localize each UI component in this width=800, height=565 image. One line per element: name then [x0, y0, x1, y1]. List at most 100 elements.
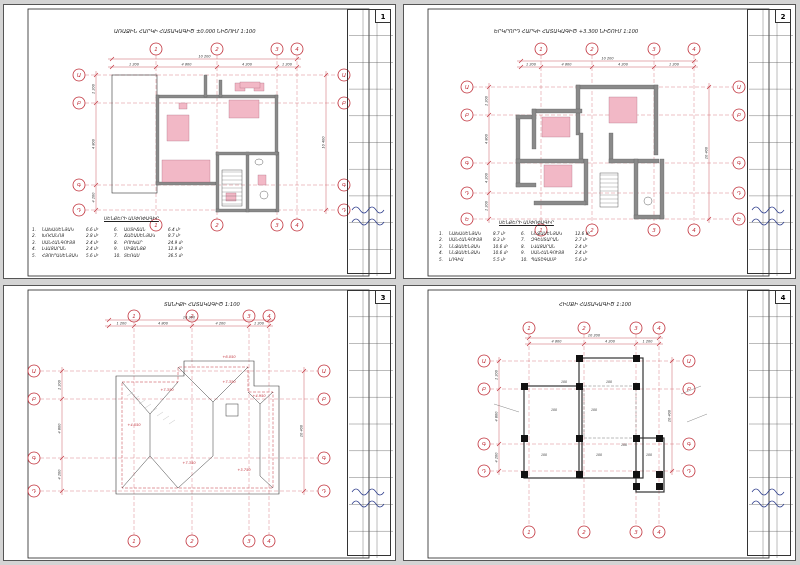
- dim-tick: [486, 84, 492, 90]
- dim-text: 1 200: [485, 200, 489, 211]
- dim-tick: [106, 317, 112, 323]
- axis-label: 2: [590, 47, 594, 53]
- foundation-strip: [635, 437, 665, 493]
- legend-number: 8.: [114, 239, 118, 245]
- wall: [659, 158, 665, 220]
- dim-text: 4 800: [58, 423, 62, 434]
- leader-line: [680, 385, 702, 395]
- wall: [533, 200, 587, 206]
- axis-bubble: [687, 42, 701, 56]
- axis-bubble: [290, 218, 304, 232]
- axis-bubble: [732, 212, 746, 226]
- axis-label: 1: [154, 223, 158, 229]
- dim-tick: [109, 56, 115, 62]
- wall: [274, 94, 279, 156]
- dim-text: 1 200: [485, 95, 489, 106]
- footing: [521, 383, 528, 390]
- axis-bubble: [577, 525, 591, 539]
- roof-hatch: [162, 415, 170, 421]
- axis-bubble: [210, 42, 224, 56]
- axis-bubble: [27, 451, 41, 465]
- axis-label: Դ: [737, 191, 741, 197]
- sheet-second-floor-plan: ԵՐԿՐՈՐԴ ՀԱՐԿԻ ՀԱՏԱԿԱԳԻԾ +3.300 ՆԻՇՈՒՄ 1:…: [403, 4, 796, 279]
- axis-label: 4: [692, 228, 696, 234]
- axis-label: Գ: [465, 161, 469, 167]
- legend-title: ՍԵՆՔԵՐԻ ԱՄՓՈՓԱԳԻՐ: [499, 221, 554, 226]
- axis-bubble: [629, 321, 643, 335]
- dim-text: 4 200: [92, 192, 96, 203]
- axis-bubble: [534, 42, 548, 56]
- axis-label: Գ: [737, 161, 741, 167]
- foundation-strip: [523, 385, 583, 479]
- axis-bubble: [317, 392, 331, 406]
- axis-label: Բ: [482, 387, 486, 393]
- dim-text: 4 200: [58, 469, 62, 480]
- axis-label: Գ: [32, 456, 36, 462]
- roof-ridge: [177, 366, 214, 403]
- axis-bubble: [460, 108, 474, 122]
- roof-hatch: [144, 403, 152, 409]
- axis-label: 1: [154, 47, 158, 53]
- legend-number: 1.: [439, 231, 443, 236]
- dim-tick: [496, 468, 502, 474]
- axis-label: Դ: [482, 469, 486, 475]
- legend-number: 3.: [32, 239, 36, 245]
- axis-label: 4: [657, 326, 661, 332]
- axis-bubble: [687, 223, 701, 237]
- axis-bubble: [27, 392, 41, 406]
- wall: [155, 94, 279, 99]
- dim-tick: [526, 341, 532, 347]
- dim-text: 10 400: [322, 136, 326, 149]
- legend-name: ՊԱՏՇԳԱՄԲ: [531, 256, 557, 262]
- axis-label: 2: [582, 530, 586, 536]
- axis-label: Դ: [32, 489, 36, 495]
- footing: [633, 355, 640, 362]
- dim-text: 1 200: [642, 340, 653, 344]
- legend-area: 2.4 մ²: [575, 243, 588, 249]
- dim-text: 1 200: [282, 63, 293, 67]
- axis-label: Գ: [482, 442, 486, 448]
- axis-label: Գ: [322, 456, 326, 462]
- wall: [515, 114, 521, 188]
- wall: [155, 94, 160, 186]
- drawing-frame: [27, 289, 370, 559]
- foundation-inner: [583, 385, 637, 439]
- dim-tick: [301, 488, 307, 494]
- elevation-mark: +7.350: [182, 461, 196, 465]
- foundation-strip: [578, 357, 644, 479]
- signature: [751, 206, 785, 214]
- dim-tick: [486, 112, 492, 118]
- axis-bubble: [577, 321, 591, 335]
- wall: [245, 151, 250, 213]
- axis-label: Բ: [737, 113, 741, 119]
- footing: [576, 355, 583, 362]
- legend-name: ԼՎԱՑԱՐԱՆ: [531, 243, 556, 249]
- dim-text: 1 200: [526, 63, 537, 67]
- footing: [521, 435, 528, 442]
- roof-ridge: [149, 381, 179, 415]
- signature: [351, 218, 385, 226]
- legend-name: ՆՆՋԱՍԵՆՅԱԿ: [531, 231, 563, 236]
- legend-area: 8.7 մ²: [493, 231, 506, 236]
- roof-ridge: [149, 455, 179, 489]
- axis-bubble: [477, 354, 491, 368]
- dim-text: 10 200: [588, 334, 601, 338]
- axis-bubble: [127, 534, 141, 548]
- roof-ridge: [212, 366, 249, 403]
- fixture: [254, 158, 264, 166]
- legend-number: 5.: [439, 256, 443, 262]
- dim-text: 1 200: [116, 322, 127, 326]
- roof-hatch: [156, 411, 164, 417]
- dim-text: 100: [646, 453, 652, 457]
- legend-number: 4.: [32, 246, 36, 252]
- roof-hatch: [150, 407, 158, 413]
- dim-text: 100: [561, 380, 567, 384]
- title-block: [747, 9, 791, 274]
- axis-bubble: [460, 156, 474, 170]
- dim-tick: [589, 64, 595, 70]
